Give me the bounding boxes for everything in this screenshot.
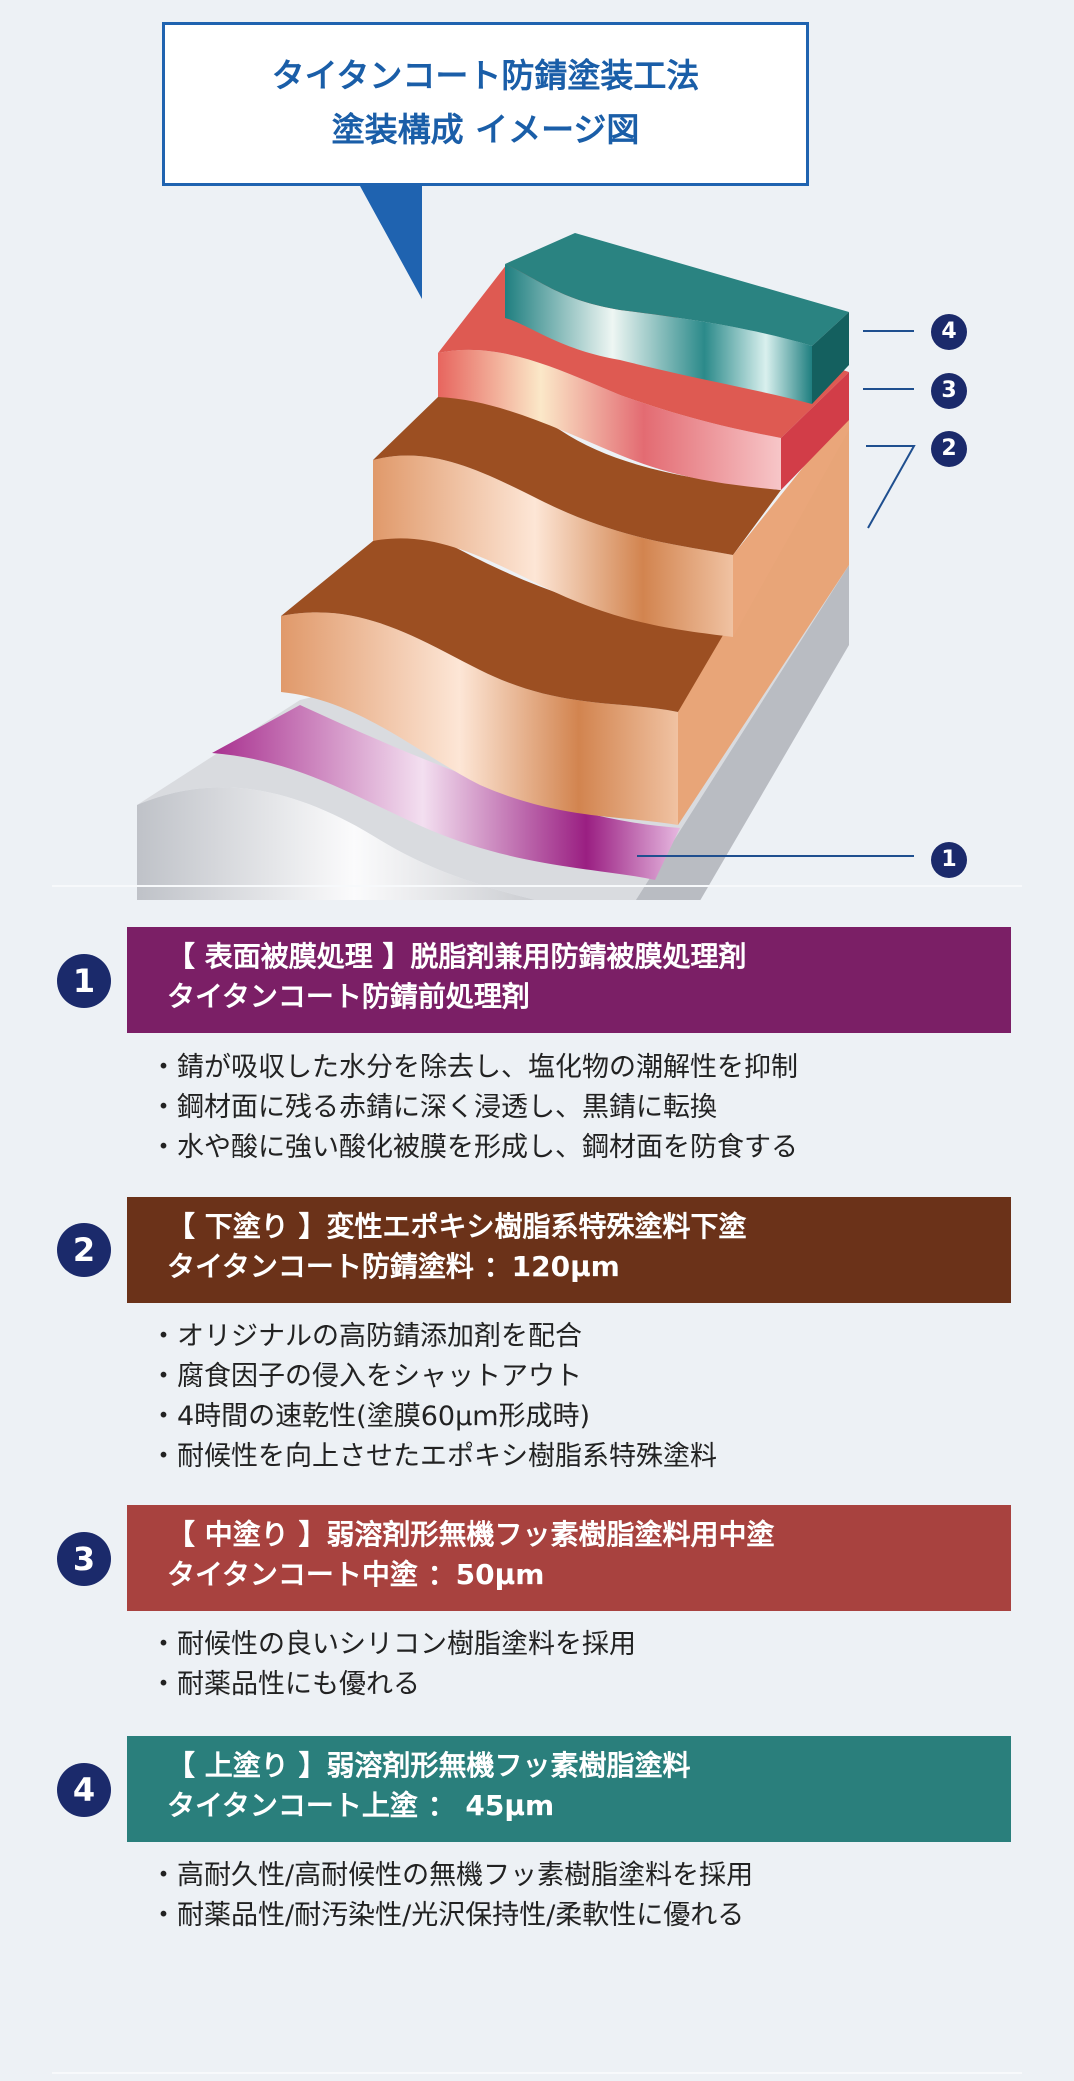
topcoat-front xyxy=(505,264,812,404)
bullet: ・鋼材面に残る赤錆に深く浸透し、黒錆に転換 xyxy=(150,1092,717,1123)
section-1-number: 1 xyxy=(57,954,111,1008)
section-4-header-line-2: タイタンコート上塗 ： 45μm xyxy=(167,1789,555,1822)
topcoat-top xyxy=(505,233,849,346)
title-line-2: 塗装構成 イメージ図 xyxy=(331,110,640,149)
steel-front xyxy=(137,787,536,900)
section-2-number: 2 xyxy=(57,1223,111,1277)
title-line-1: タイタンコート防錆塗装工法 xyxy=(271,56,700,95)
bullet: ・水や酸に強い酸化被膜を形成し、鋼材面を防食する xyxy=(150,1132,798,1163)
diagram-label-2: 2 xyxy=(931,431,967,467)
undercoat-step-top xyxy=(281,532,733,712)
section-2-header: 【 下塗り 】変性エポキシ樹脂系特殊塗料下塗 タイタンコート防錆塗料 ：120μ… xyxy=(127,1197,1011,1303)
section-4-header-line-1: 【 上塗り 】弱溶剤形無機フッ素樹脂塗料 xyxy=(167,1749,691,1782)
bullet: ・4時間の速乾性(塗膜60μm形成時) xyxy=(150,1401,591,1432)
undercoat-side xyxy=(678,420,849,825)
section-1-header-line-2: タイタンコート防錆前処理剤 xyxy=(167,980,530,1013)
bullet: ・高耐久性/高耐候性の無機フッ素樹脂塗料を採用 xyxy=(150,1860,754,1891)
undercoat-step-front xyxy=(281,612,678,825)
undercoat-upper-front xyxy=(373,455,733,637)
bullet: ・錆が吸収した水分を除去し、塩化物の潮解性を抑制 xyxy=(150,1052,798,1083)
pointer-triangle xyxy=(360,186,422,299)
section-3-header-line-1: 【 中塗り 】弱溶剤形無機フッ素樹脂塗料用中塗 xyxy=(167,1518,775,1551)
undercoat-upper-top xyxy=(373,394,781,555)
section-4-header: 【 上塗り 】弱溶剤形無機フッ素樹脂塗料 タイタンコート上塗 ： 45μm xyxy=(127,1736,1011,1842)
section-3-header: 【 中塗り 】弱溶剤形無機フッ素樹脂塗料用中塗 タイタンコート中塗 ：50μm xyxy=(127,1505,1011,1611)
section-2-bullets: ・オリジナルの高防錆添加剤を配合 ・腐食因子の侵入をシャットアウト ・4時間の速… xyxy=(150,1317,717,1477)
section-3-bullets: ・耐候性の良いシリコン樹脂塗料を採用 ・耐薬品性にも優れる xyxy=(150,1625,636,1705)
section-1-bullets: ・錆が吸収した水分を除去し、塩化物の潮解性を抑制 ・鋼材面に残る赤錆に深く浸透し… xyxy=(150,1048,798,1168)
bullet: ・耐候性を向上させたエポキシ樹脂系特殊塗料 xyxy=(150,1441,717,1472)
bullet: ・耐薬品性にも優れる xyxy=(150,1669,420,1700)
section-4-bullets: ・高耐久性/高耐候性の無機フッ素樹脂塗料を採用 ・耐薬品性/耐汚染性/光沢保持性… xyxy=(150,1856,753,1936)
primer-layer xyxy=(212,705,680,880)
title-callout: タイタンコート防錆塗装工法 塗装構成 イメージ図 xyxy=(162,22,809,186)
divider-bottom xyxy=(52,2072,1022,2074)
bullet: ・オリジナルの高防錆添加剤を配合 xyxy=(150,1321,582,1352)
steel-side xyxy=(635,565,849,900)
bullet: ・耐候性の良いシリコン樹脂塗料を採用 xyxy=(150,1629,636,1660)
diagram-label-3: 3 xyxy=(931,373,967,409)
section-2-header-line-2: タイタンコート防錆塗料 ：120μm xyxy=(167,1250,620,1283)
bullet: ・腐食因子の侵入をシャットアウト xyxy=(150,1361,582,1392)
midcoat-side xyxy=(781,372,849,490)
undercoat-upper-side xyxy=(733,410,849,637)
midcoat-front xyxy=(438,349,781,490)
bullet: ・耐薬品性/耐汚染性/光沢保持性/柔軟性に優れる xyxy=(150,1900,745,1931)
section-1-header: 【 表面被膜処理 】脱脂剤兼用防錆被膜処理剤 タイタンコート防錆前処理剤 xyxy=(127,927,1011,1033)
layer-diagram xyxy=(137,186,916,900)
diagram-label-4: 4 xyxy=(931,314,967,350)
topcoat-side xyxy=(812,312,849,404)
diagram-label-1: 1 xyxy=(931,842,967,878)
section-4-number: 4 xyxy=(57,1763,111,1817)
section-3-number: 3 xyxy=(57,1532,111,1586)
section-2-header-line-1: 【 下塗り 】変性エポキシ樹脂系特殊塗料下塗 xyxy=(167,1210,747,1243)
section-3-header-line-2: タイタンコート中塗 ：50μm xyxy=(167,1558,545,1591)
section-1-header-line-1: 【 表面被膜処理 】脱脂剤兼用防錆被膜処理剤 xyxy=(167,940,747,973)
divider xyxy=(52,885,1022,887)
leader-line-2 xyxy=(866,445,916,529)
